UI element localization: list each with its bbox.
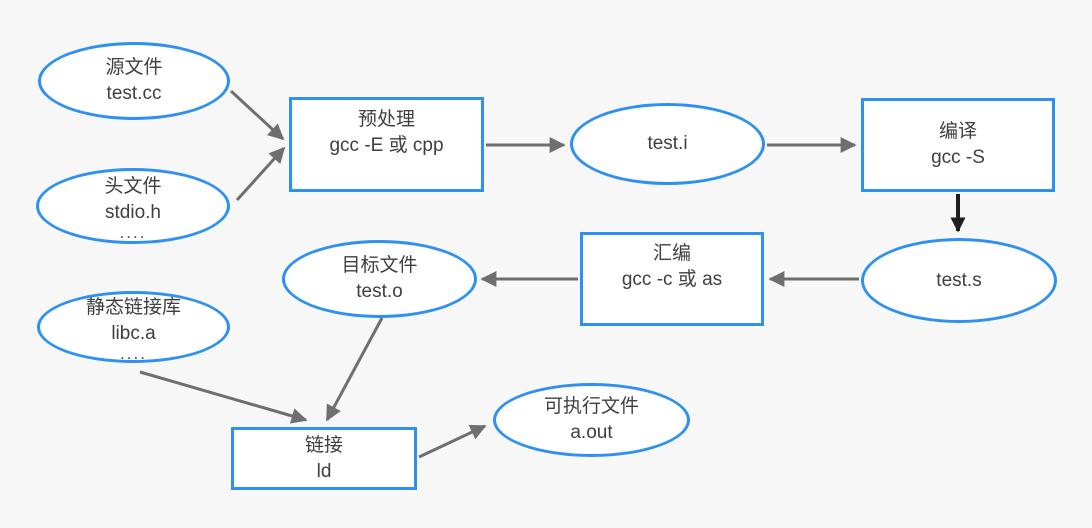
node-title: test.s: [936, 269, 982, 291]
node-subtitle: stdio.h: [105, 201, 161, 223]
node-test-s: test.s: [861, 238, 1057, 323]
node-assemble: 汇编 gcc -c 或 as: [580, 232, 764, 326]
node-subtitle: gcc -S: [931, 147, 985, 168]
node-title: 编译: [938, 121, 977, 142]
node-subtitle: gcc -c 或 as: [621, 269, 723, 290]
node-title: 目标文件: [341, 255, 418, 276]
node-subtitle: a.out: [570, 422, 613, 443]
node-test-i: test.i: [570, 103, 765, 185]
node-subtitle: test.o: [356, 281, 403, 302]
node-title: 预处理: [357, 108, 415, 130]
arrow-object-file-to-link: [325, 317, 384, 422]
node-header-file: 头文件 stdio.h ....: [36, 168, 230, 244]
node-title: 源文件: [105, 57, 163, 78]
arrow-static-lib-to-link: [139, 370, 308, 424]
node-object-file: 目标文件 test.o: [282, 240, 477, 318]
node-static-lib: 静态链接库 libc.a ....: [37, 291, 230, 363]
node-subtitle: ld: [316, 460, 332, 482]
node-subtitle: gcc -E 或 cpp: [329, 134, 444, 156]
arrow-source-file-to-preprocess: [229, 89, 285, 141]
node-link: 链接 ld: [231, 427, 417, 490]
node-title: 链接: [304, 434, 343, 456]
node-preprocess: 预处理 gcc -E 或 cpp: [289, 97, 484, 192]
arrow-link-to-executable: [418, 424, 487, 459]
node-title: 静态链接库: [85, 296, 181, 318]
node-title: 可执行文件: [543, 396, 639, 417]
node-title: 汇编: [652, 243, 691, 264]
node-title: 头文件: [104, 175, 162, 197]
node-more-dots: ....: [120, 343, 147, 363]
node-more-dots: ....: [119, 222, 147, 242]
node-executable: 可执行文件 a.out: [493, 383, 690, 457]
node-subtitle: libc.a: [111, 322, 156, 344]
node-source-file: 源文件 test.cc: [38, 42, 230, 120]
node-subtitle: test.cc: [106, 83, 162, 104]
arrow-header-file-to-preprocess: [235, 146, 286, 202]
node-title: test.i: [647, 133, 688, 154]
node-compile: 编译 gcc -S: [861, 98, 1055, 192]
